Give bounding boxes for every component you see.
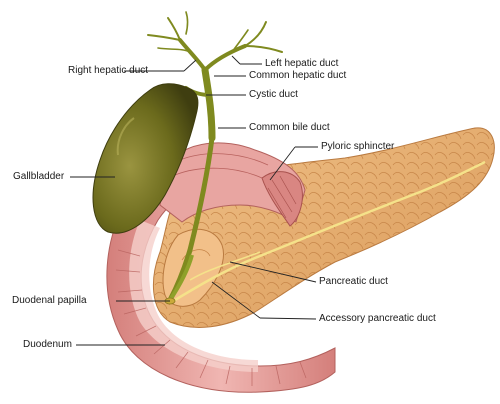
label-left-hepatic-duct: Left hepatic duct <box>265 58 339 69</box>
label-common-hepatic-duct: Common hepatic duct <box>249 70 347 81</box>
label-cystic-duct: Cystic duct <box>249 89 298 100</box>
pyloric-sphincter <box>261 171 303 227</box>
stomach-segment <box>159 142 306 223</box>
label-accessory-pancreatic-duct: Accessory pancreatic duct <box>319 313 436 324</box>
label-common-bile-duct: Common bile duct <box>249 122 330 133</box>
label-duodenal-papilla: Duodenal papilla <box>12 295 87 306</box>
label-duodenum: Duodenum <box>23 339 72 350</box>
label-pancreatic-duct: Pancreatic duct <box>319 276 388 287</box>
pancreatic-duct-line <box>174 160 486 302</box>
gallbladder <box>92 83 199 234</box>
label-right-hepatic-duct: Right hepatic duct <box>68 65 149 76</box>
leader-lines <box>70 55 318 346</box>
label-gallbladder: Gallbladder <box>13 171 65 182</box>
label-pyloric-sphincter: Pyloric sphincter <box>321 141 395 152</box>
